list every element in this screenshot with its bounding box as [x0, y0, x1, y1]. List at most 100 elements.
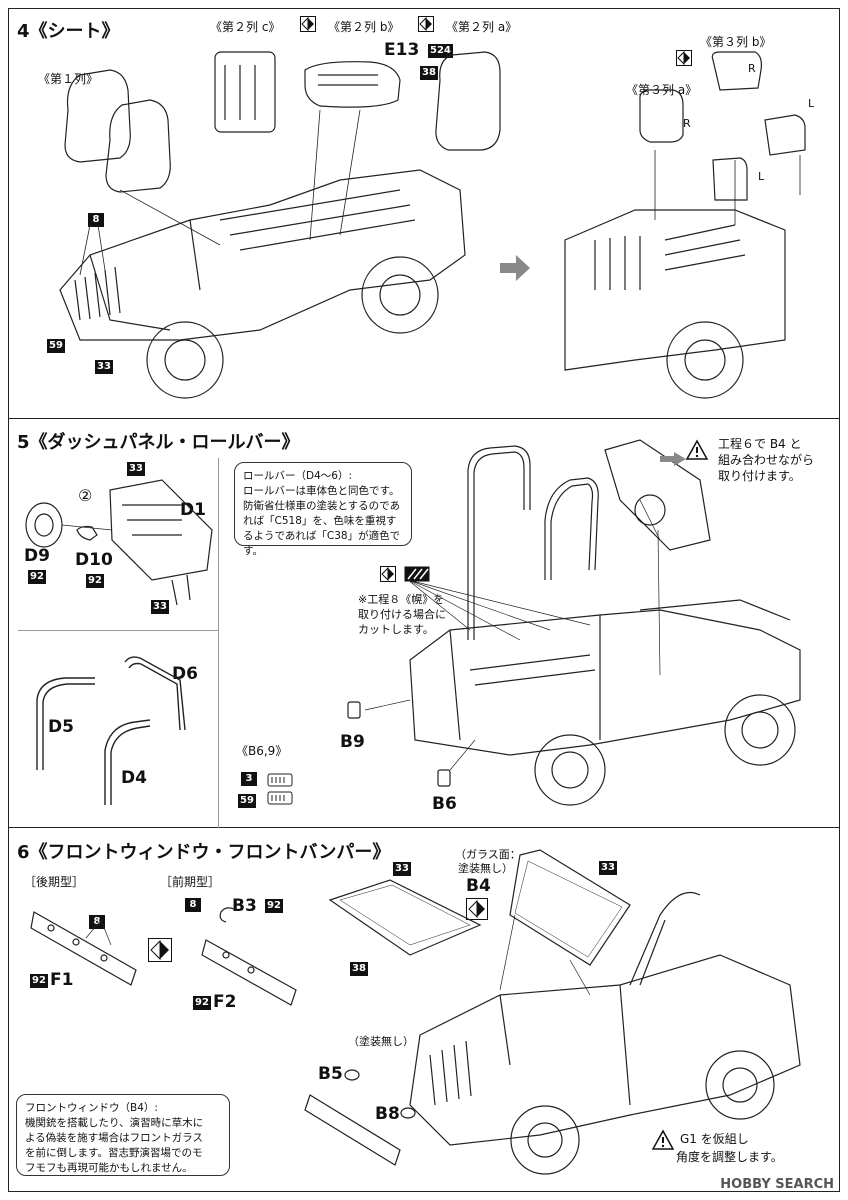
paint-badge: 33	[599, 861, 617, 875]
note-line: 防衛省仕様車の塗装とするのであ	[243, 500, 401, 512]
step-number: 5	[17, 432, 30, 453]
warning-text: 工程６で B4 と 組み合わせながら 取り付けます。	[718, 436, 814, 484]
g1-note-line2: 角度を調整します。	[676, 1150, 783, 1164]
warning-icon	[685, 439, 709, 460]
glue-icon	[148, 938, 172, 962]
warning-icon	[651, 1129, 675, 1150]
cut-line: カットします。	[358, 623, 434, 636]
page-frame	[8, 8, 840, 1192]
glue-icon	[300, 16, 316, 32]
cut-line: 取り付ける場合に	[358, 608, 446, 621]
note-title: ロールバー（D4〜6）:	[243, 470, 352, 482]
bumper-parts-diagram	[30, 907, 297, 1006]
paint-badge: 33	[95, 360, 113, 374]
paint-badge: 59	[238, 794, 256, 808]
part-d5: D5	[48, 717, 74, 737]
step5-vehicle-diagram	[347, 439, 801, 806]
part-b9: B9	[340, 732, 365, 752]
part-b4: B4	[466, 876, 491, 896]
cut-icon	[404, 566, 430, 582]
glue-icon	[380, 566, 396, 582]
paint-badge: 92	[86, 574, 104, 588]
note-title: フロントウィンドウ（B4）:	[25, 1102, 158, 1114]
early-type-label: ［前期型］	[160, 875, 221, 889]
warning-line: 取り付けます。	[718, 469, 801, 483]
part-b3: B3	[232, 896, 257, 916]
step6-vehicle-diagram	[304, 849, 801, 1175]
watermark: HOBBY SEARCH	[720, 1177, 834, 1192]
paint-badge: 524	[428, 44, 453, 58]
rollbar-parts-diagram	[36, 656, 186, 805]
warning-line: 工程６で B4 と	[718, 437, 802, 451]
note-line: るようであれば「C38」が適色です。	[243, 530, 401, 557]
paint-badge: 59	[47, 339, 65, 353]
step-title: 《シート》	[29, 21, 120, 42]
step-title: 《ダッシュパネル・ロールバー》	[29, 432, 300, 453]
paint-badge: 38	[420, 66, 438, 80]
row2b-label: 《第２列 b》	[328, 20, 400, 34]
late-type-label: ［後期型］	[24, 875, 85, 889]
step-circle-2: ②	[78, 486, 93, 505]
row2c-label: 《第２列 c》	[210, 20, 281, 34]
note-line: れば「C518」を、色味を重視す	[243, 515, 397, 527]
step5-vertical-divider	[218, 458, 219, 828]
part-d10: D10	[75, 550, 113, 570]
paint-badge: 33	[127, 462, 145, 476]
note-line: を前に倒します。習志野演習場でのモ	[25, 1147, 203, 1159]
paint-badge: 33	[393, 862, 411, 876]
step4-left-vehicle-diagram	[59, 51, 501, 399]
part-e13: E13	[384, 40, 420, 60]
step4-right-vehicle-diagram	[564, 51, 806, 399]
row3b-label: 《第３列 b》	[700, 35, 772, 49]
note-line: フモフも再現可能かもしれません。	[25, 1162, 193, 1174]
paint-badge: 8	[185, 898, 201, 912]
part-b8: B8	[375, 1104, 400, 1124]
glue-icon	[466, 898, 488, 920]
glue-icon	[676, 50, 692, 66]
left-marker: L	[758, 170, 765, 183]
direction-arrow-icon	[660, 452, 686, 466]
cut-line: ※工程８《幌》を	[358, 593, 445, 606]
row2a-label: 《第２列 a》	[446, 20, 518, 34]
part-d4: D4	[121, 768, 147, 788]
part-d9: D9	[24, 546, 50, 566]
paint-badge: 92	[265, 899, 283, 913]
step-title: 《フロントウィンドウ・フロントバンパー》	[29, 842, 391, 863]
rollbar-note: ロールバー（D4〜6）: ロールバーは車体色と同色です。 防衛省仕様車の塗装とす…	[234, 462, 412, 557]
row1-label: 《第１列》	[38, 72, 99, 86]
b69-label: 《B6,9》	[236, 744, 288, 758]
paint-badge: 3	[241, 772, 257, 786]
warning-line: 組み合わせながら	[718, 453, 815, 467]
paint-badge: 33	[151, 600, 169, 614]
g1-note-line1: G1 を仮組し	[680, 1132, 749, 1146]
paint-badge: 92	[28, 570, 46, 584]
b69-parts-diagram	[267, 773, 293, 805]
divider-step4-5	[8, 418, 840, 419]
step-number: 6	[17, 842, 30, 863]
dash-panel-diagram	[25, 479, 213, 606]
step-number: 4	[17, 21, 30, 42]
step4-heading: 4《シート》	[17, 17, 120, 43]
step6-heading: 6《フロントウィンドウ・フロントバンパー》	[17, 838, 390, 864]
paint-badge: 8	[89, 915, 105, 929]
part-b6: B6	[432, 794, 457, 814]
paint-badge: 8	[88, 213, 104, 227]
front-window-note: フロントウィンドウ（B4）: 機関銃を搭載したり、演習時に草木に よる偽装を施す…	[16, 1094, 230, 1176]
paint-badge: 38	[350, 962, 368, 976]
arrow-right-icon	[500, 255, 530, 281]
step5-heading: 5《ダッシュパネル・ロールバー》	[17, 428, 300, 454]
right-marker: R	[748, 62, 756, 75]
paint-badge: 92	[193, 996, 211, 1010]
note-line: 機関銃を搭載したり、演習時に草木に	[25, 1117, 204, 1129]
paint-badge: 92	[30, 974, 48, 988]
step5-horizontal-divider	[18, 630, 218, 631]
cut-note: ※工程８《幌》を 取り付ける場合に カットします。	[358, 592, 446, 637]
part-f2: F2	[213, 992, 237, 1012]
divider-step5-6	[8, 827, 840, 828]
note-line: よる偽装を施す場合はフロントガラス	[25, 1132, 203, 1144]
left-marker: L	[808, 97, 815, 110]
no-paint-label: （塗装無し）	[348, 1035, 414, 1048]
note-line: ロールバーは車体色と同色です。	[243, 485, 400, 497]
glue-icon	[418, 16, 434, 32]
glass-note: （ガラス面：	[455, 848, 521, 861]
